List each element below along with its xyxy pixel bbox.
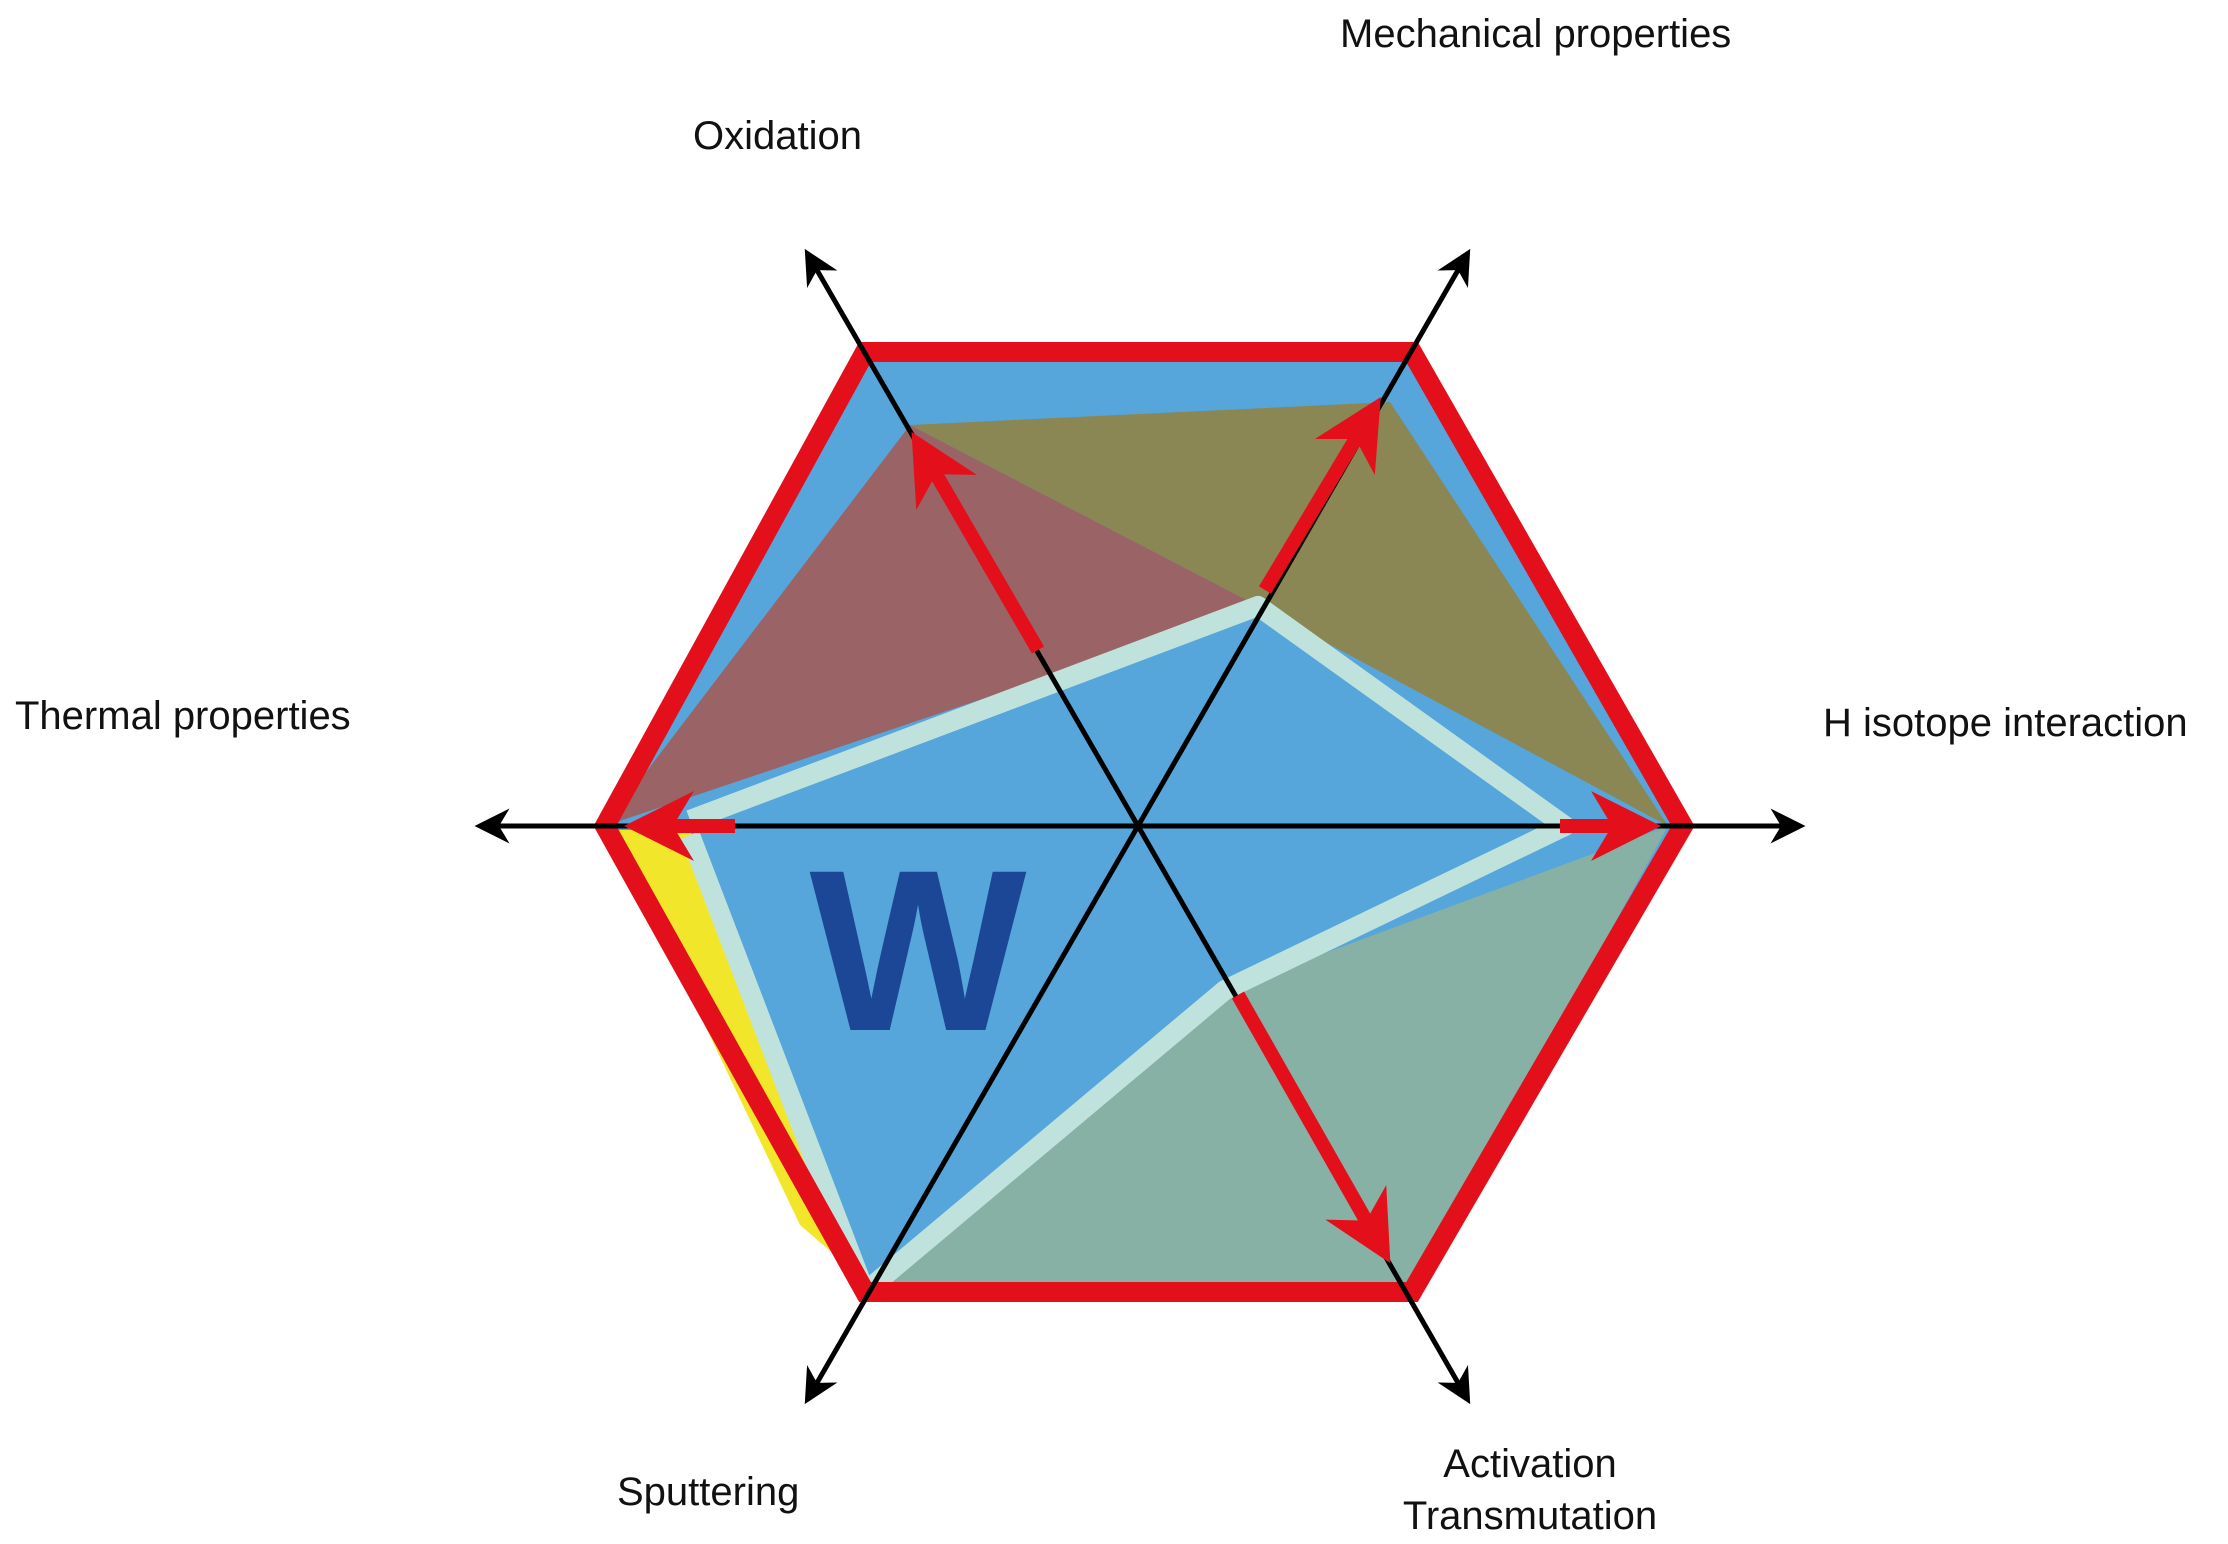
label-transmutation: Transmutation	[1402, 1494, 1658, 1538]
olive-region	[910, 402, 1668, 826]
label-oxidation: Oxidation	[693, 114, 862, 158]
mauve-region	[605, 425, 1258, 826]
label-activation: Activation	[1443, 1442, 1617, 1486]
label-mechanical-properties: Mechanical properties	[1340, 12, 1732, 56]
axis-sputtering	[804, 824, 1141, 1405]
label-thermal-properties: Thermal properties	[15, 694, 351, 738]
inner-band	[680, 596, 1575, 1302]
red-arrow-oxidation	[911, 431, 1045, 654]
label-h-isotope-interaction: H isotope interaction	[1823, 701, 2188, 745]
element-letter: W	[809, 822, 1026, 1079]
red-arrow-activation	[1231, 991, 1391, 1264]
red-arrow-mechanical	[1258, 396, 1381, 594]
label-sputtering: Sputtering	[617, 1470, 800, 1514]
label-activation-transmutation: Activation Transmutation	[1390, 1438, 1670, 1542]
